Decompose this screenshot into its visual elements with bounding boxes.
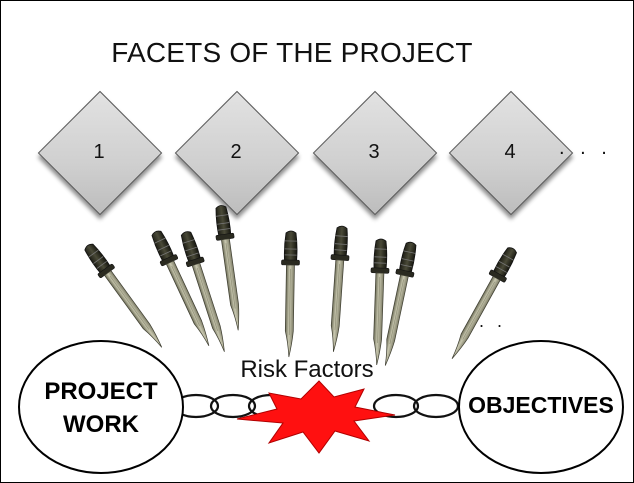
facet-label-2: 2 bbox=[230, 141, 242, 163]
project-work-label: PROJECT WORK bbox=[31, 375, 171, 441]
facets-more-ellipsis: . . . bbox=[559, 137, 612, 159]
objectives-label: OBJECTIVES bbox=[468, 392, 614, 418]
knife-icon bbox=[279, 230, 301, 358]
explosion-burst-icon bbox=[236, 380, 396, 454]
project-work-line1: PROJECT bbox=[44, 378, 158, 405]
facet-label-3: 3 bbox=[368, 141, 380, 163]
diagram-title: FACETS OF THE PROJECT bbox=[111, 37, 473, 68]
knife-icon bbox=[80, 239, 170, 354]
risk-factors-label: Risk Factors bbox=[240, 356, 374, 383]
objectives-circle bbox=[458, 340, 624, 474]
knife-icon bbox=[211, 203, 248, 333]
knives-more-ellipsis: . . bbox=[479, 311, 507, 331]
project-work-circle bbox=[18, 340, 184, 474]
facet-label-4: 4 bbox=[504, 141, 516, 163]
project-work-line2: WORK bbox=[63, 411, 139, 438]
facet-label-1: 1 bbox=[93, 141, 105, 163]
knife-icon bbox=[324, 225, 352, 353]
